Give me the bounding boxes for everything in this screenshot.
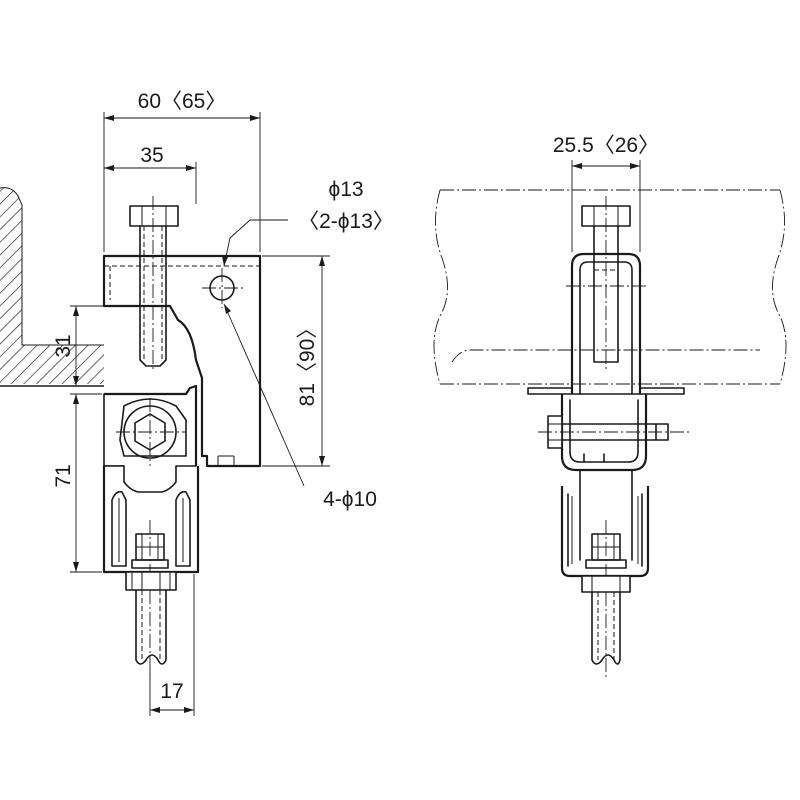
dim-lower-height: 71 <box>52 393 102 573</box>
dim-side-holes-leader: 4-ϕ10 <box>223 303 377 511</box>
dim-height-label: 81〈90〉 <box>296 318 319 407</box>
dim-rod-width: 17 <box>149 574 195 716</box>
hanging-rod-front <box>581 575 631 680</box>
dim-bolt-offset-label: 35 <box>140 144 163 167</box>
front-view: 25.5〈26〉 <box>433 134 787 680</box>
dim-flange-max: 31 <box>52 305 104 387</box>
dim-hole-label: ϕ13 <box>328 178 363 201</box>
dim-flange-max-label: 31 <box>52 334 75 357</box>
set-bolt <box>129 196 179 372</box>
dim-side-holes-label: 4-ϕ10 <box>323 488 377 511</box>
dim-hole-leader: ϕ13 〈2-ϕ13〉 <box>222 178 394 267</box>
rod-holder-front <box>560 469 650 580</box>
dim-front-width-label: 25.5〈26〉 <box>553 134 659 157</box>
hanger-plate <box>116 398 187 468</box>
rod-holder <box>102 465 200 580</box>
dim-overall-width-label: 60〈65〉 <box>138 90 227 113</box>
side-view: 60〈65〉 35 ϕ13 〈2-ϕ13〉 31 81〈90〉 <box>0 90 394 716</box>
dim-height: 81〈90〉 <box>262 255 330 467</box>
dim-overall-width: 60〈65〉 <box>103 90 261 252</box>
beam-phantom <box>433 189 787 385</box>
dim-rod-width-label: 17 <box>160 680 183 703</box>
hanger-front <box>538 394 690 472</box>
side-hole <box>202 268 244 308</box>
dim-front-width: 25.5〈26〉 <box>553 134 659 252</box>
dim-lower-height-label: 71 <box>52 464 75 487</box>
dim-bolt-offset: 35 <box>104 144 197 204</box>
hanging-rod <box>125 571 177 680</box>
upper-bracket <box>527 252 685 395</box>
set-bolt-front <box>581 196 631 370</box>
dim-hole-alt-label: 〈2-ϕ13〉 <box>298 210 394 233</box>
